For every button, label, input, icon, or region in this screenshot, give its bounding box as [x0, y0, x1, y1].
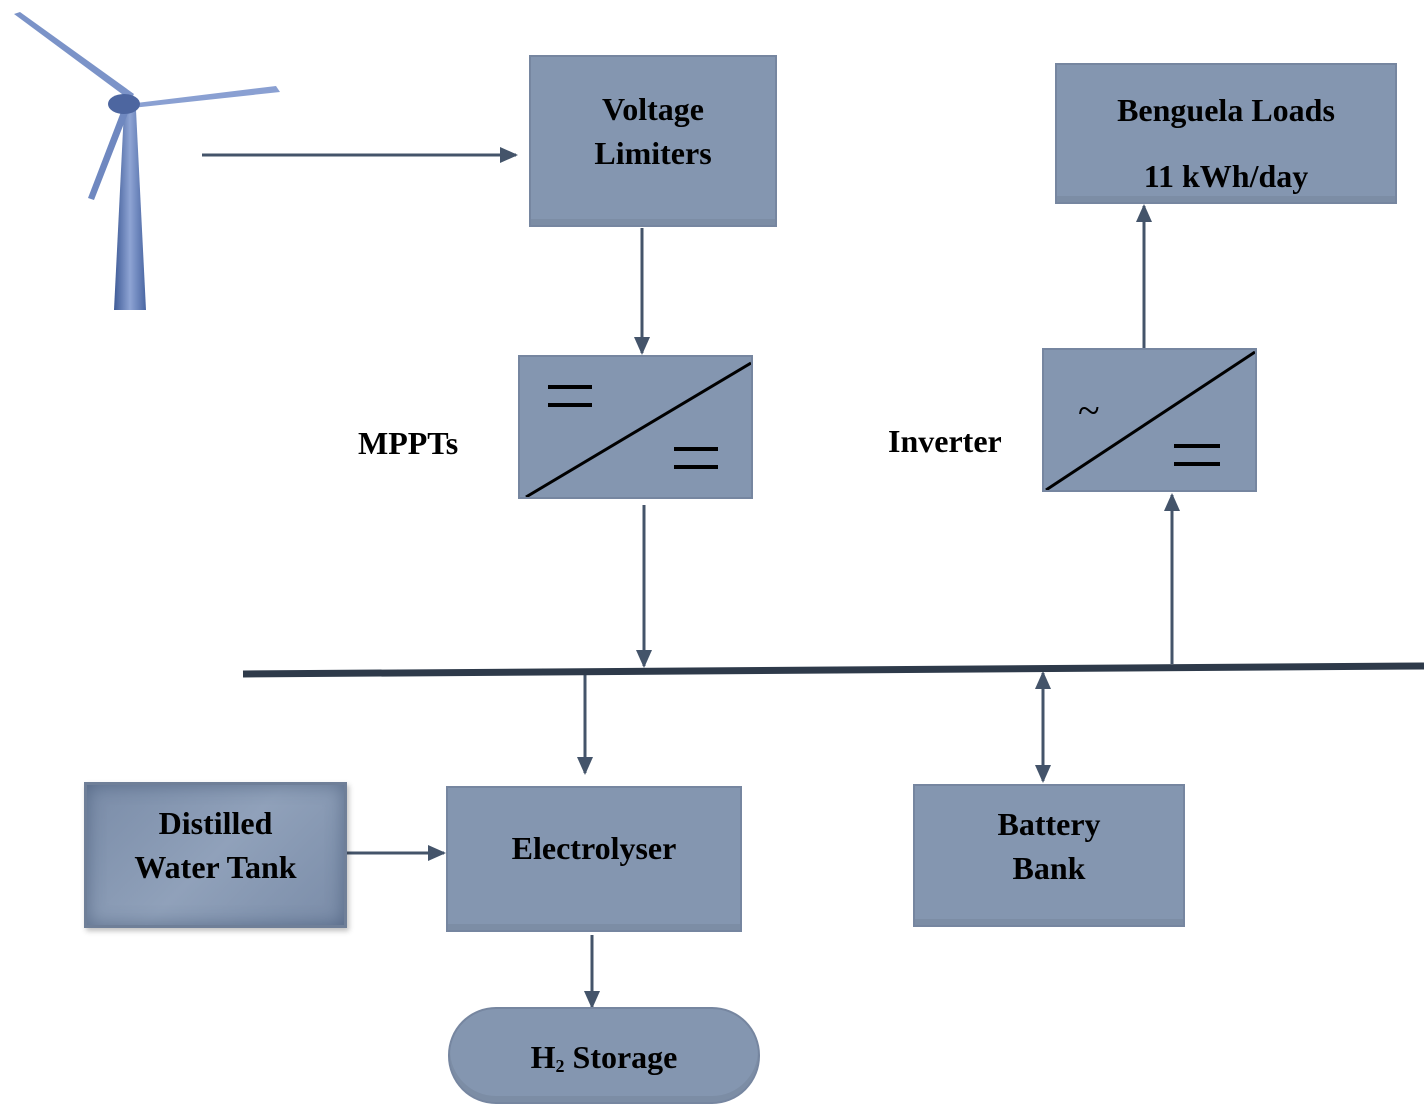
- dc-dc-converter-icon: [525, 361, 752, 499]
- dc-bus: [242, 662, 1424, 678]
- water-tank-line2: Water Tank: [134, 849, 297, 885]
- h2-prefix: H: [530, 1039, 556, 1075]
- benguela-loads-line1: Benguela Loads: [1117, 92, 1335, 128]
- inverter-label: Inverter: [888, 423, 1002, 459]
- electrolyser-box: Electrolyser: [446, 786, 742, 932]
- distilled-water-tank-box: Distilled Water Tank: [84, 782, 347, 928]
- h2-suffix: Storage: [564, 1039, 678, 1075]
- battery-bank-box: Battery Bank: [913, 784, 1185, 927]
- battery-bank-line2: Bank: [1012, 850, 1086, 886]
- ac-dc-inverter-icon: ~: [1045, 350, 1256, 492]
- h2-subscript: 2: [555, 1056, 565, 1076]
- mppts-label: MPPTs: [358, 425, 459, 461]
- voltage-limiters-line2: Limiters: [594, 135, 712, 171]
- benguela-loads-box: Benguela Loads 11 kWh/day: [1055, 63, 1397, 204]
- voltage-limiters-box: Voltage Limiters: [529, 55, 777, 227]
- electrolyser-label: Electrolyser: [511, 830, 677, 866]
- h2-storage-box: H2 Storage: [448, 1007, 760, 1104]
- mppt-converter-box: [518, 355, 753, 499]
- voltage-limiters-line1: Voltage: [602, 91, 704, 127]
- benguela-loads-line2: 11 kWh/day: [1143, 158, 1309, 194]
- battery-bank-line1: Battery: [997, 806, 1101, 842]
- wind-turbine-icon: [14, 12, 280, 310]
- h2-storage-label: H2 Storage: [530, 1039, 678, 1076]
- inverter-ac-symbol: ~: [1078, 388, 1100, 433]
- water-tank-line1: Distilled: [158, 805, 273, 841]
- inverter-box: ~: [1042, 348, 1257, 492]
